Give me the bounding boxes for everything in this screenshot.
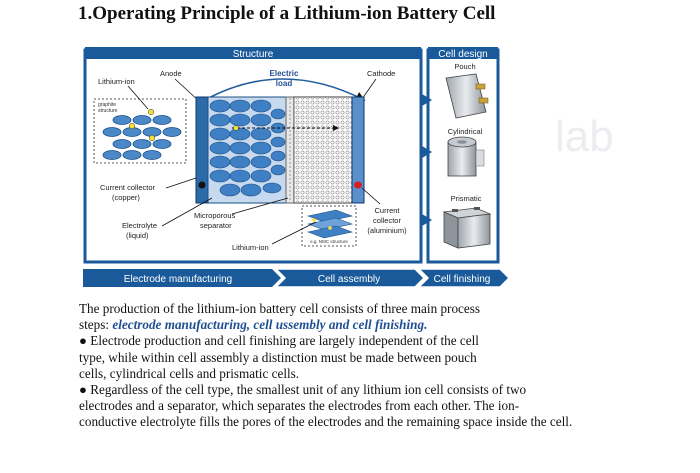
description-text: The production of the lithium-ion batter…: [79, 301, 679, 431]
graphite-label-1: graphite: [98, 102, 116, 108]
process-step-finishing: [417, 268, 511, 288]
cathode-fill: [294, 97, 352, 203]
process-bar: [83, 268, 511, 288]
paragraph-2: ● Electrode production and cell finishin…: [79, 333, 679, 382]
battery-diagram: Structure Cell design graphite structure…: [83, 47, 511, 288]
lithium-ion-dot: [147, 108, 155, 116]
process-steps-highlight: electrode manufacturing, cell ussembly a…: [112, 317, 428, 333]
leader-line: [127, 85, 149, 110]
connector-arrow: [422, 146, 432, 158]
cell-design-pouch-label: Pouch: [454, 62, 475, 71]
text-line: cells, cylindrical cells and prismatic c…: [79, 365, 300, 381]
label-electrolyte-2: (liquid): [126, 231, 149, 240]
text-line: conductive electrolyte fills the pores o…: [79, 414, 573, 430]
process-step-assembly: [274, 268, 426, 288]
leader-line: [361, 78, 377, 100]
text-line: electrodes and a separator, which separa…: [79, 398, 520, 414]
label-lithium-ion-bottom: Lithium-ion: [232, 243, 269, 252]
label-lithium-ion: Lithium-ion: [98, 77, 135, 86]
cell-design-header-bar: [428, 47, 498, 59]
label-cathode: Cathode: [367, 69, 395, 78]
connector-arrow: [422, 214, 432, 226]
label-current-collector-al-2: collector: [373, 216, 401, 225]
label-anode: Anode: [160, 69, 182, 78]
label-electrolyte-1: Electrolyte: [122, 221, 157, 230]
page-title: 1.Operating Principle of a Lithium-ion B…: [78, 3, 496, 24]
label-current-collector-copper-1: Current collector: [100, 183, 156, 192]
leader-line: [271, 221, 317, 245]
nmc-layers: [306, 209, 354, 239]
leader-line: [161, 197, 213, 227]
lithium-ion-dot: [233, 125, 239, 131]
structure-header: Structure: [233, 49, 274, 60]
text-line: steps:: [79, 317, 113, 333]
pouch-cell-illustration: [445, 73, 489, 119]
process-step-assembly-label: Cell assembly: [318, 274, 380, 285]
structure-header-bar: [85, 47, 421, 59]
text-line: ● Regardless of the cell type, the small…: [79, 382, 527, 398]
cylindrical-cell-illustration: [447, 136, 485, 177]
label-separator-1: Microporous: [194, 211, 236, 220]
cell-design-header: Cell design: [438, 49, 487, 60]
graphite-hexagons: [102, 115, 182, 160]
electric-load-arc: [204, 78, 366, 101]
graphite-label-2: structure: [98, 108, 118, 114]
anode-particles: [209, 99, 286, 197]
leader-line: [361, 187, 381, 205]
process-step-electrode: [83, 269, 281, 287]
label-electric: Electric: [270, 69, 299, 78]
graphite-inset: [93, 98, 187, 164]
leader-line: [165, 177, 197, 189]
cell-design-cylindrical-label: Cylindrical: [448, 127, 483, 136]
lithium-ion-dot: [148, 134, 156, 142]
label-current-collector-al-1: Current: [374, 206, 400, 215]
text-line: type, while within cell assembly a disti…: [79, 349, 477, 365]
cathode-region: [293, 96, 353, 204]
cathode-terminal: [354, 181, 362, 189]
anode-terminal: [198, 181, 206, 189]
connector-arrow: [422, 94, 432, 106]
lithium-ion-dot: [128, 122, 136, 130]
label-current-collector-al-3: (aluminium): [367, 226, 407, 235]
process-step-electrode-label: Electrode manufacturing: [124, 274, 232, 285]
leader-line: [231, 197, 289, 215]
paragraph-1: The production of the lithium-ion batter…: [79, 301, 679, 333]
text-line: ● Electrode production and cell finishin…: [79, 333, 479, 349]
process-step-finishing-label: Cell finishing: [434, 274, 491, 285]
text-line: The production of the lithium-ion batter…: [79, 301, 481, 316]
label-load: load: [276, 79, 293, 88]
label-separator-2: separator: [200, 221, 232, 230]
label-nmc: e.g. NMC structure: [310, 239, 348, 244]
paragraph-3: ● Regardless of the cell type, the small…: [79, 382, 679, 431]
label-current-collector-copper-2: (copper): [112, 193, 140, 202]
cell-design-prismatic-label: Prismatic: [451, 194, 482, 203]
watermark-text: lab: [555, 112, 614, 161]
prismatic-cell-illustration: [442, 207, 492, 249]
cathode-current-collector: [351, 96, 365, 204]
